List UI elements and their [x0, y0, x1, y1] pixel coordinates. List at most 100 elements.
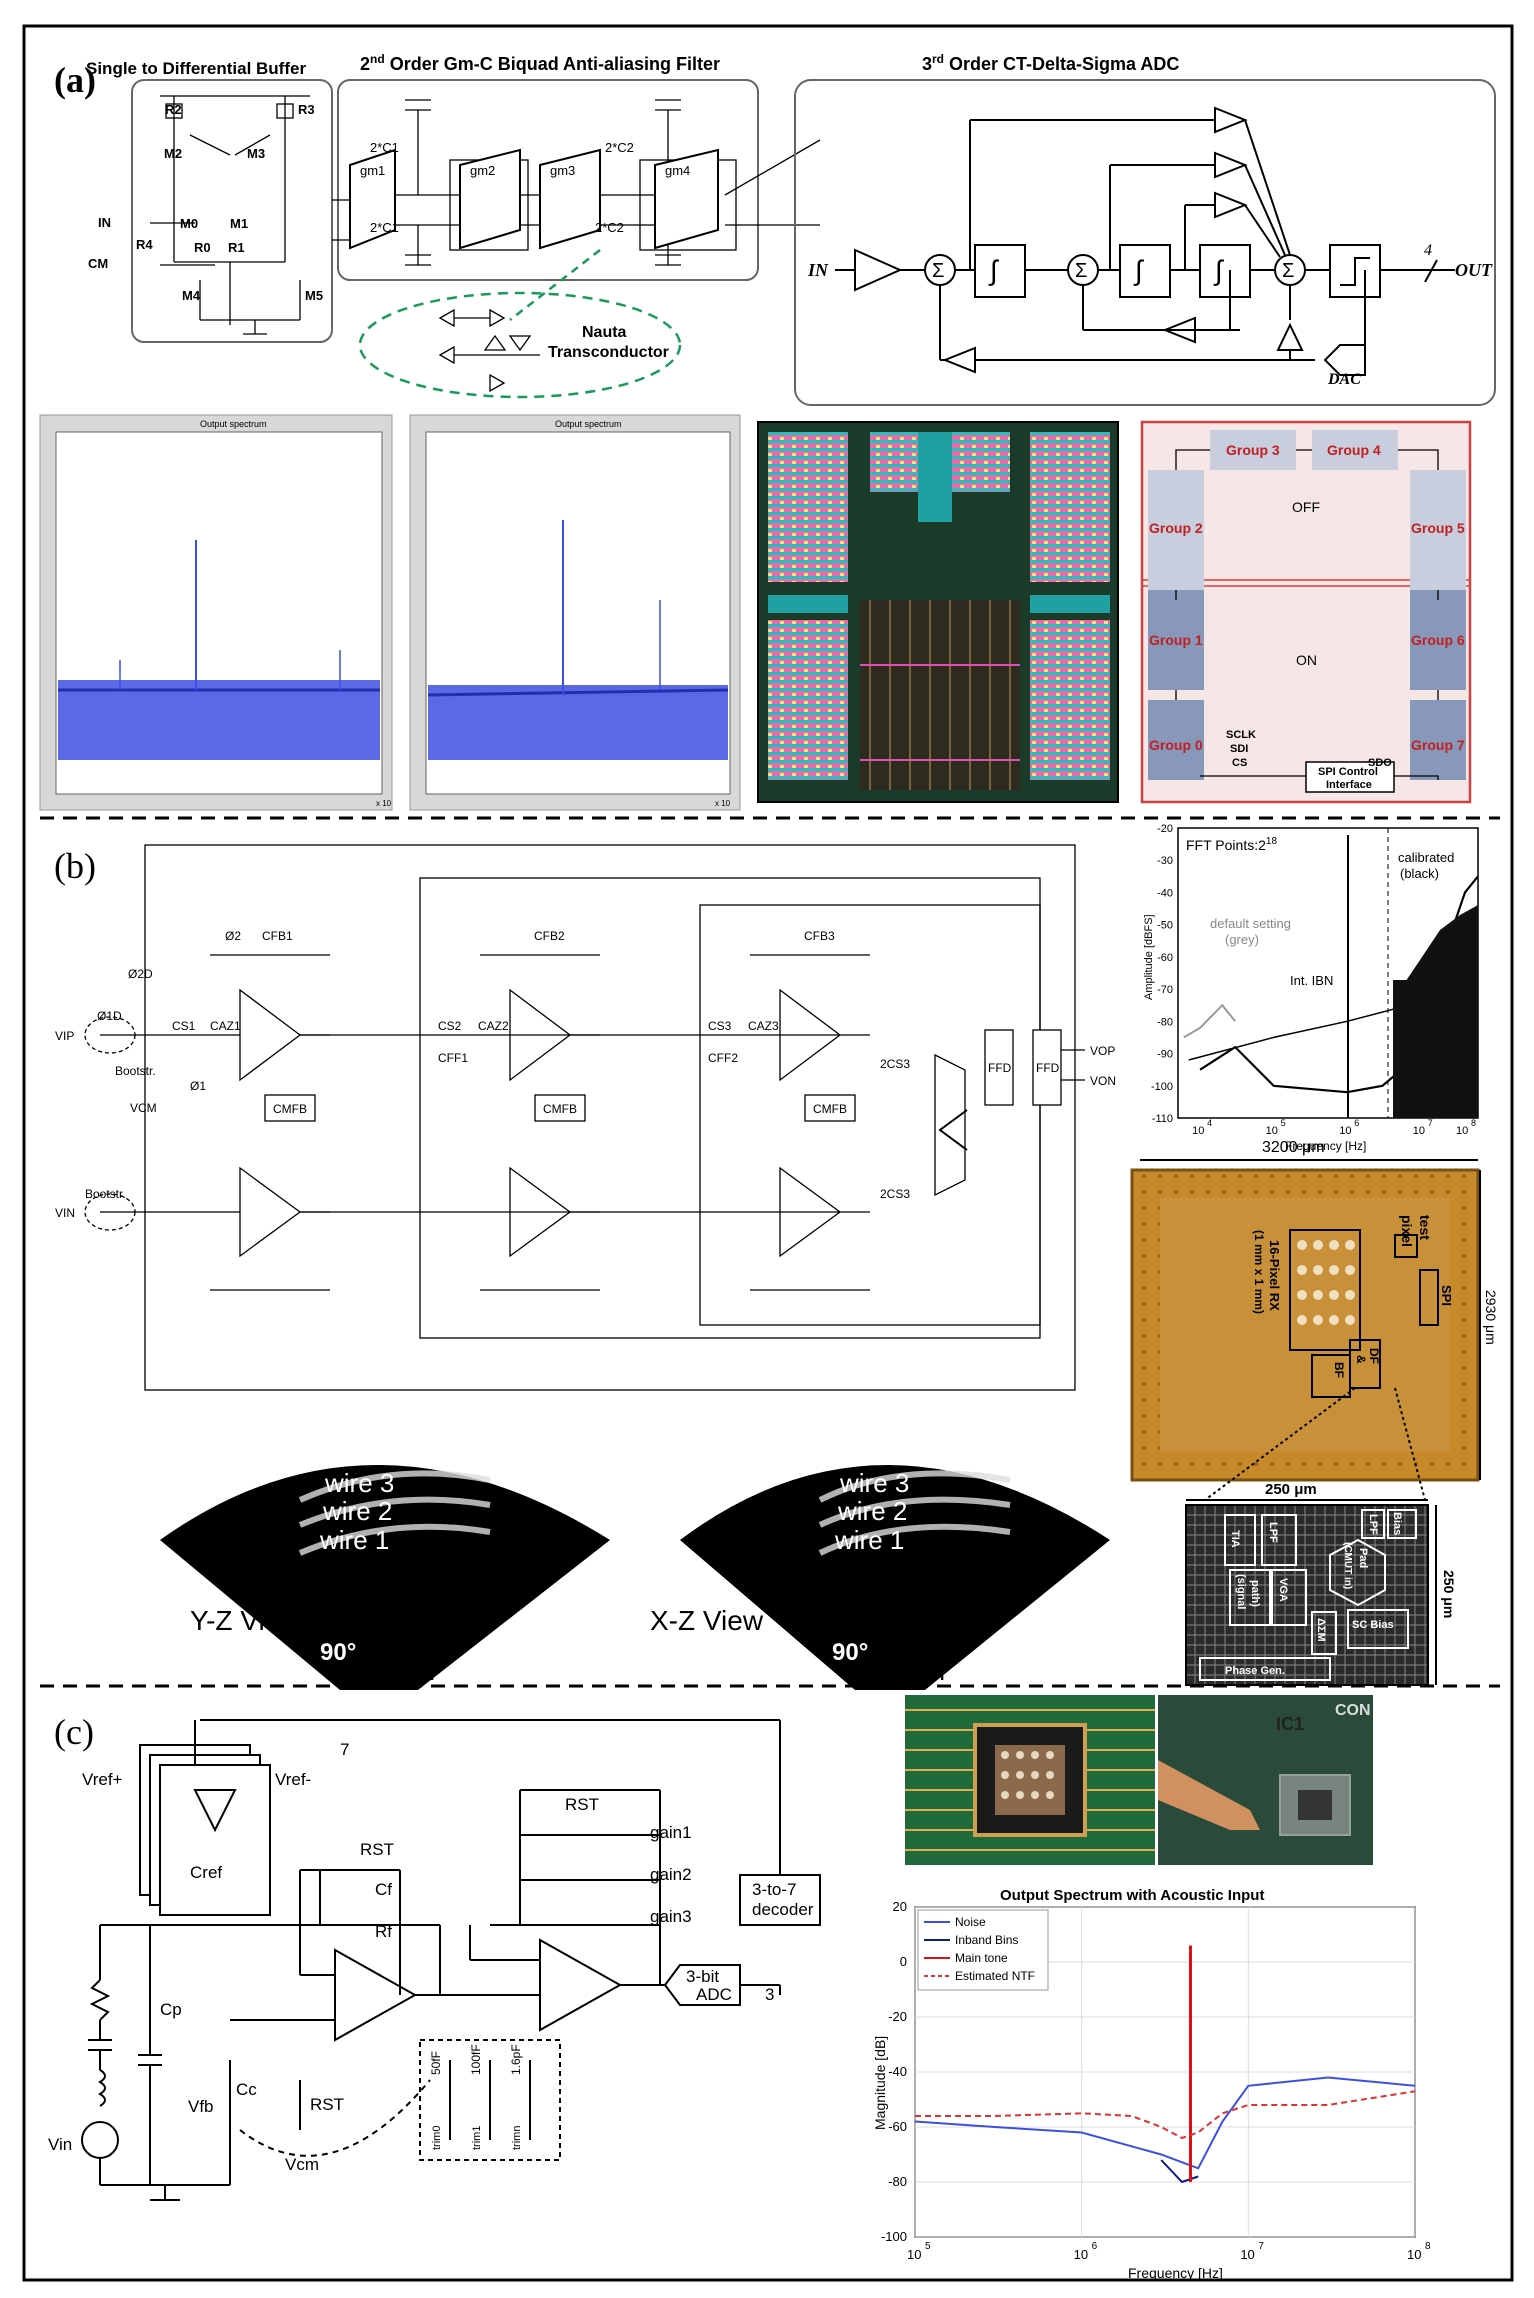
label-m0: M0 — [180, 216, 198, 231]
legend-noise: Noise — [955, 1915, 986, 1929]
vga-label: VGA — [1277, 1578, 1289, 1602]
output-spectrum-chart: Output Spectrum with Acoustic Input 200-… — [872, 1887, 1431, 2281]
legend-tone: Main tone — [955, 1951, 1008, 1965]
phi2d-label: Ø2D — [128, 967, 153, 981]
adc-3bit-label-2: ADC — [696, 1985, 732, 2004]
spectrum-1-title: Output spectrum — [200, 419, 267, 429]
die-photo: 3200 μm 2930 μm test pixel 16-Pixel RX (… — [1130, 1139, 1499, 1501]
signal-label-2: path) — [1249, 1580, 1261, 1607]
bootstrap-label-top: Bootstr. — [115, 1064, 156, 1078]
buffer-labels: R2 R3 M2 M3 IN M0 M1 CM R4 R0 R1 M4 M5 — [88, 102, 323, 303]
adc-dac-label: DAC — [1327, 371, 1361, 388]
amp-xlabel: Frequency [Hz] — [1285, 1139, 1366, 1153]
group-2-label: Group 2 — [1149, 520, 1203, 536]
chart-c-xtick-exp: 7 — [1258, 2241, 1264, 2252]
default-series — [1183, 1003, 1236, 1039]
amp-ylabel: Amplitude [dBFS] — [1143, 914, 1155, 1000]
cs-label: CS — [1232, 757, 1247, 769]
cfb3-label: CFB3 — [804, 929, 835, 943]
group-0-label: Group 0 — [1149, 737, 1203, 753]
amp-ytick: -50 — [1157, 920, 1173, 932]
label-m5: M5 — [305, 288, 323, 303]
panel-b: (b) VIP — [54, 823, 1499, 1690]
spectrum-2-title: Output spectrum — [555, 419, 622, 429]
adc-in-label: IN — [807, 260, 829, 280]
chart-c-ytick: -40 — [888, 2064, 907, 2079]
cmfb-3-label: CMFB — [813, 1102, 847, 1116]
adc-symbols: Σ Σ Σ ∫ ∫ ∫ — [932, 255, 1370, 286]
vcm-label-c: Vcm — [285, 2155, 319, 2174]
label-r4: R4 — [136, 237, 153, 252]
cp-label: Cp — [160, 2000, 182, 2019]
group-7-label: Group 7 — [1411, 737, 1465, 753]
yz-view-label: Y-Z View — [190, 1605, 301, 1636]
adc-title-sup: rd — [932, 52, 944, 66]
chart-c-xtick-exp: 6 — [1092, 2241, 1098, 2252]
panel-b-label: (b) — [54, 846, 96, 886]
chart-c-xtick: 10 — [1240, 2247, 1254, 2262]
16-pixel-label: 16-Pixel RX — [1267, 1240, 1282, 1311]
nauta-label-2: Transconductor — [548, 344, 669, 361]
legend-inband: Inband Bins — [955, 1933, 1018, 1947]
signal-label-1: (signal — [1235, 1574, 1247, 1609]
phi2-label: Ø2 — [225, 929, 241, 943]
trim-arrow — [239, 2079, 431, 2157]
chart-c-yticks: 200-20-40-60-80-100 — [881, 1899, 907, 2244]
ffd-1-label: FFD — [988, 1061, 1012, 1075]
label-r0: R0 — [194, 240, 211, 255]
outer-frame — [22, 24, 1514, 2282]
amp-ytick: -90 — [1157, 1049, 1173, 1061]
chart-c-ytick: -100 — [881, 2229, 907, 2244]
xz-0mm: 0 mm — [880, 1656, 945, 1686]
default-setting-label: default setting — [1210, 916, 1291, 931]
filter-title-text: Order Gm-C Biquad Anti-aliasing Filter — [385, 54, 720, 74]
cff2-label: CFF2 — [708, 1051, 738, 1065]
gm3-label: gm3 — [550, 163, 575, 178]
panel-a-label: (a) — [54, 60, 96, 100]
amp-xtick: 10 — [1192, 1125, 1204, 1137]
adc-title-text: Order CT-Delta-Sigma ADC — [944, 54, 1179, 74]
cs1-label: CS1 — [172, 1019, 196, 1033]
vin-label: VIN — [55, 1206, 75, 1220]
amplitude-plot: FFT Points:218 calibrated (black) defaul… — [1143, 823, 1479, 1153]
spectrum-plot-1: Output spectrum x 10 — [39, 414, 393, 811]
2cs3-top-label: 2CS3 — [880, 1057, 910, 1071]
chip-height-label: 2930 μm — [1483, 1290, 1499, 1345]
adc-bits-label: 4 — [1424, 242, 1432, 259]
vref-minus-label: Vref- — [275, 1770, 311, 1789]
dsm-schematic — [84, 844, 1085, 1391]
amp-xtick: 10 — [1266, 1125, 1278, 1137]
cfb2-label: CFB2 — [534, 929, 565, 943]
lpf-label: LPF — [1267, 1522, 1279, 1543]
group-5-label: Group 5 — [1411, 520, 1465, 536]
gm2-label: gm2 — [470, 163, 495, 178]
adc-3bit-label-1: 3-bit — [686, 1967, 719, 1986]
chart-c-xtick: 10 — [907, 2247, 921, 2262]
pixel-height-label: 250 μm — [1441, 1570, 1457, 1618]
trimn-label: trimn — [511, 2126, 523, 2150]
label-m2: M2 — [164, 146, 182, 161]
cap-2c1-bottom: 2*C1 — [370, 220, 399, 235]
von-label: VON — [1090, 1074, 1116, 1088]
bootstrap-label-bottom: Bootstr. — [85, 1187, 126, 1201]
pixel-array — [1297, 1240, 1355, 1325]
2cs3-bottom-label: 2CS3 — [880, 1187, 910, 1201]
calibrated-series — [1199, 875, 1479, 1094]
yz-view-image: wire 3 wire 2 wire 1 30 mm 0 mm 90° Y-Z … — [160, 1465, 610, 1690]
spi-box-line-2: Interface — [1326, 779, 1372, 791]
con-label: CON — [1335, 1702, 1371, 1719]
bus-3-label: 3 — [765, 1985, 774, 2004]
amp-xtick: 10 — [1339, 1125, 1351, 1137]
buffer-schematic — [150, 95, 310, 335]
series-noise — [914, 2076, 1416, 2170]
amp-xtick-exp: 4 — [1207, 1118, 1212, 1128]
off-label: OFF — [1292, 499, 1320, 515]
series-inband-bins — [1160, 2159, 1199, 2184]
filter-box — [337, 79, 759, 281]
bus-slash — [1424, 259, 1438, 283]
bus-7-label: 7 — [340, 1740, 349, 1759]
yz-angle: 90° — [320, 1639, 356, 1666]
amp-xtick-exp: 7 — [1428, 1118, 1433, 1128]
nauta-schematic — [438, 308, 540, 393]
